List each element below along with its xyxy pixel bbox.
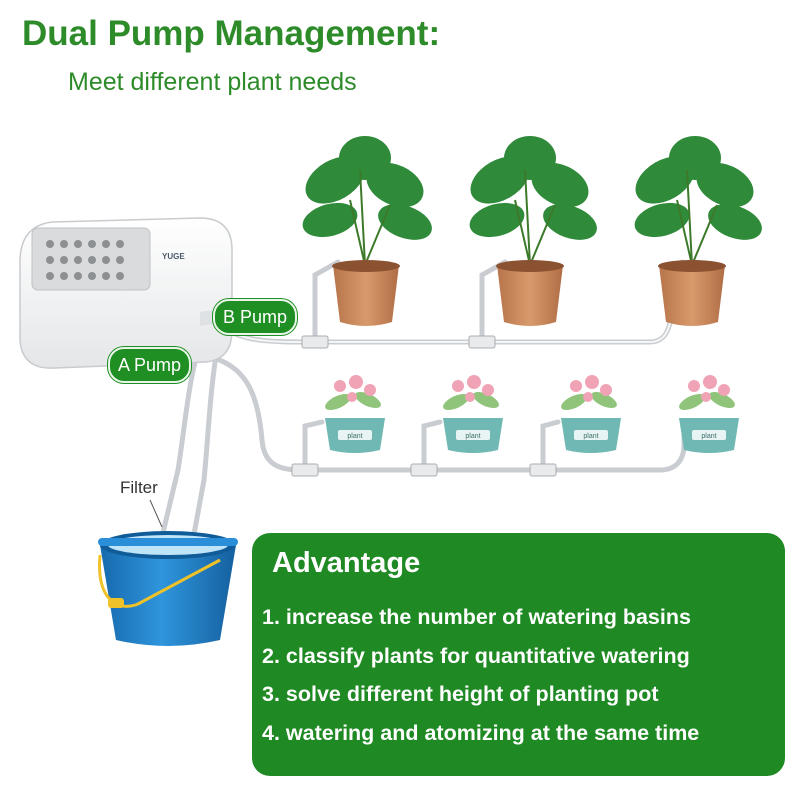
page-title: Dual Pump Management:: [22, 14, 441, 53]
succulent-plant-3: plant: [561, 375, 621, 453]
succulent-pot-tag: plant: [465, 433, 480, 440]
page-subtitle: Meet different plant needs: [68, 68, 357, 96]
b-pump-label: B Pump: [213, 299, 298, 335]
succulent-pot-tag: plant: [347, 433, 362, 440]
advantage-item: 3. solve different height of planting po…: [262, 682, 659, 706]
a-pump-label: A Pump: [108, 347, 192, 383]
advantage-list: 1. increase the number of watering basin…: [262, 603, 699, 757]
monstera-plant-1: [302, 136, 432, 326]
advantage-item: 4. watering and atomizing at the same ti…: [262, 720, 700, 745]
advantage-item: 1. increase the number of watering basin…: [262, 605, 691, 629]
t-connectors: [291, 335, 557, 477]
monstera-plant-2: [469, 136, 597, 326]
advantage-heading: Advantage: [272, 547, 421, 579]
succulent-pot-tag: plant: [583, 433, 598, 440]
water-bucket: [98, 531, 238, 646]
tube-a-line: [211, 355, 697, 473]
succulent-plant-2: plant: [443, 375, 503, 453]
succulent-plant-1: plant: [325, 375, 385, 453]
pump-controller-device: YUGE: [19, 217, 233, 369]
device-brand: YUGE: [162, 252, 185, 261]
advantage-item: 2. classify plants for quantitative wate…: [262, 643, 690, 668]
filter-pointer: [149, 499, 163, 528]
advantage-panel: Advantage 1. increase the number of wate…: [252, 533, 785, 776]
succulent-pot-tag: plant: [701, 433, 716, 440]
filter-label: Filter: [120, 478, 158, 497]
monstera-plant-3: [634, 136, 762, 326]
succulent-plant-4: plant: [679, 375, 739, 453]
